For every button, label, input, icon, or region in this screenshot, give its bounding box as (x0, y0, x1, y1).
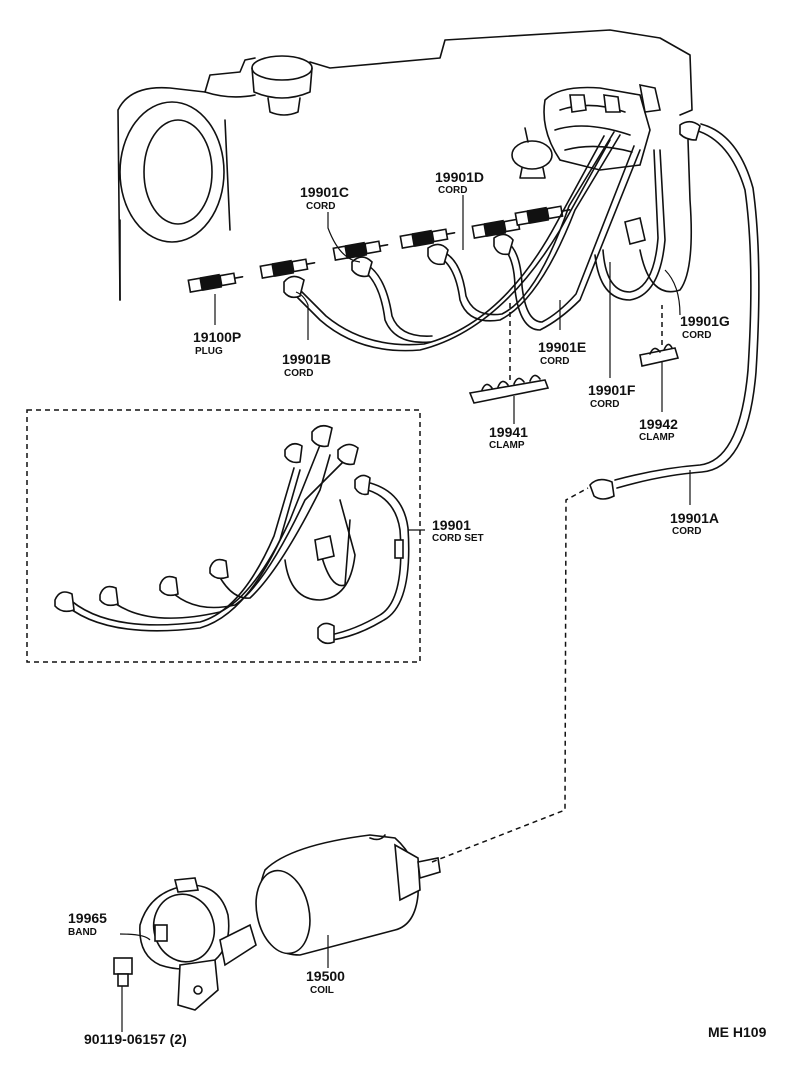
spark-plug (259, 258, 316, 280)
part-number-19901G: 19901G (680, 313, 730, 329)
part-name-19901D: CORD (438, 185, 467, 196)
part-name-19901G: CORD (682, 330, 711, 341)
plug-cords (283, 120, 760, 500)
cord-set-drawing (54, 424, 410, 645)
cord-set-box (26, 409, 421, 663)
part-number-19965: 19965 (68, 910, 107, 926)
part-number-19901F: 19901F (588, 382, 636, 398)
part-name-19941: CLAMP (489, 440, 525, 451)
part-name-19901E: CORD (540, 356, 569, 367)
part-name-19901A: CORD (672, 526, 701, 537)
part-number-19901E: 19901E (538, 339, 586, 355)
part-number-19941: 19941 (489, 424, 528, 440)
spark-plug-row (187, 205, 571, 294)
engine-block (117, 29, 693, 301)
diagram-code: ME H109 (708, 1024, 767, 1040)
part-number-19500: 19500 (306, 968, 345, 984)
spark-plug (471, 218, 528, 240)
clamp-19941 (468, 374, 550, 404)
spark-plug (332, 240, 389, 262)
clamp-19942 (639, 343, 680, 367)
part-number-19100P: 19100P (193, 329, 241, 345)
part-number-19901D: 19901D (435, 169, 484, 185)
part-number-90119-06157: 90119-06157 (2) (84, 1031, 187, 1047)
part-name-19901F: CORD (590, 399, 619, 410)
part-name-19965: BAND (68, 927, 97, 938)
part-name-19901B: CORD (284, 368, 313, 379)
leader-lines (119, 195, 691, 1032)
spark-plug (187, 272, 244, 294)
spark-plug (399, 228, 456, 250)
part-number-19901C: 19901C (300, 184, 349, 200)
part-number-19901B: 19901B (282, 351, 331, 367)
part-number-19942: 19942 (639, 416, 678, 432)
bolt (113, 957, 133, 987)
part-name-19901C: CORD (306, 201, 335, 212)
coil-band (139, 877, 257, 1011)
ignition-coil (255, 834, 441, 956)
part-name-19901: CORD SET (432, 533, 484, 544)
part-labels: 19901C CORD 19901D CORD 19100P PLUG 1990… (68, 169, 767, 1047)
part-number-19901A: 19901A (670, 510, 719, 526)
part-name-19100P: PLUG (195, 346, 223, 357)
part-number-19901: 19901 (432, 517, 471, 533)
part-name-19500: COIL (310, 985, 334, 996)
spark-plug (514, 205, 571, 227)
distributor (511, 83, 661, 179)
part-name-19942: CLAMP (639, 432, 675, 443)
